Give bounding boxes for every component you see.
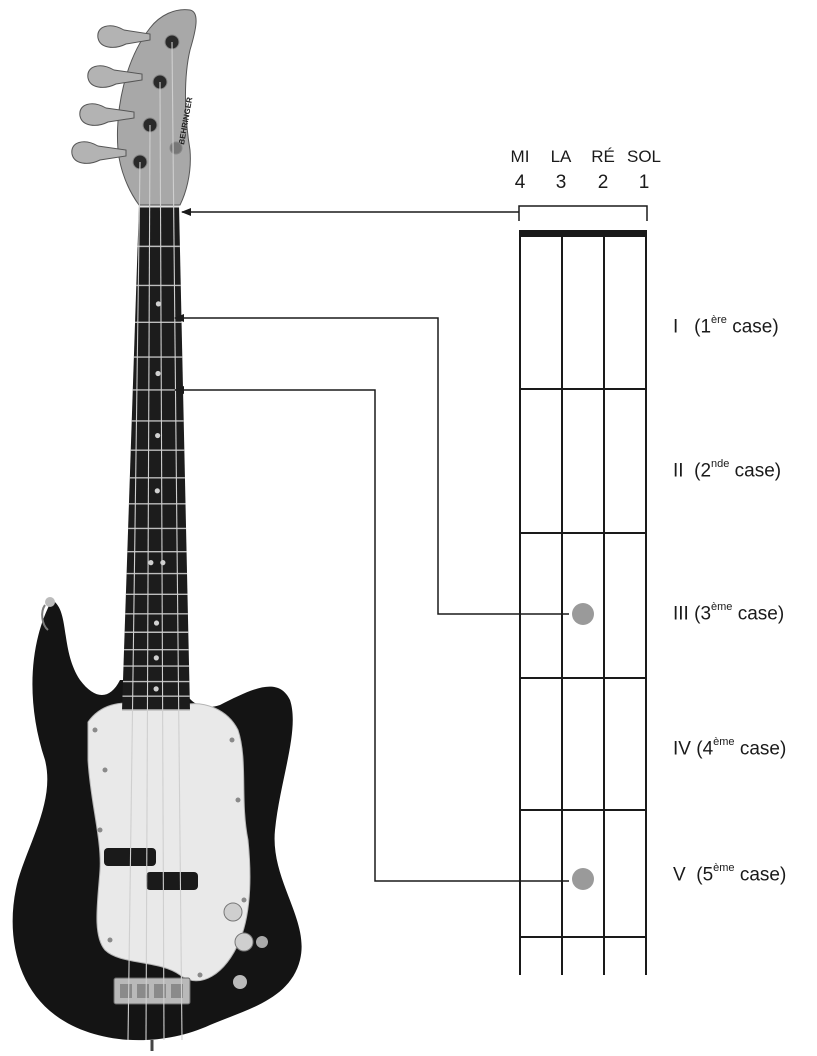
bass-guitar-illustration: BEHRINGER [12,9,302,1051]
fret-5-marker-dot [572,868,594,890]
fret-roman-5: V [673,864,686,886]
fret-label-4: IV (4ème case) [673,736,787,760]
string-number-2: 2 [597,172,609,193]
fret-label-2: II (2nde case) [673,458,782,482]
strap-button-icon [45,597,55,607]
arrow-fret-3 [174,314,569,615]
string-group-bracket [518,205,648,221]
fret-ordinal-5: 5 [702,864,714,886]
schematic-nut [519,230,647,237]
neck-inlay-dot-3 [155,301,162,307]
string-number-1: 1 [638,172,650,193]
neck-inlay-dot-17 [153,655,159,661]
string-number-4: 4 [514,172,526,193]
tuner-key-icon [79,103,135,126]
fretboard-frets [122,245,190,711]
fret-roman-4: IV [673,738,691,760]
fret-suffix-3: ème [711,601,733,613]
neck-inlay-dot-19 [153,686,159,692]
bass-strings [127,41,183,1041]
neck-inlay-dot-12 [160,560,166,566]
neck-inlay-dot-12 [148,560,154,566]
string-name-la: LA [550,147,572,166]
fret-suffix-5: ème [713,862,735,874]
fret-ordinal-2: 2 [700,460,712,482]
string-name-sol: SOL [626,147,662,166]
pickup-lower [146,872,198,890]
tuner-key-icon [97,25,151,48]
fret-word-4: case) [739,738,787,760]
neck-inlay-dot-5 [155,370,161,377]
string-tree-icon [169,141,183,155]
fret-roman-2: II [673,460,684,482]
schematic-strings [519,237,647,975]
fret-suffix-4: ème [713,736,735,748]
fret-ordinal-4: 4 [702,738,714,760]
schematic-fretboard [518,205,648,975]
schematic-frets [519,388,647,938]
fret-roman-1: I [673,316,679,338]
volume-knob [223,902,243,922]
fret-3-marker-dot [572,603,594,625]
string-number-3: 3 [555,172,567,193]
fret-word-3: case) [737,603,785,625]
knob-small [233,975,247,989]
fret-word-2: case) [734,460,782,482]
fret-roman-3: III [673,603,689,625]
fret-ordinal-3: 3 [700,603,712,625]
fret-suffix-1: ère [711,314,727,326]
tuner-key-icon [87,65,143,88]
fret-suffix-2: nde [711,458,730,470]
tone-knob [234,932,254,952]
neck-inlay-dot-7 [155,432,161,439]
neck-inlay-dot-15 [153,620,160,626]
fretboard [122,205,190,710]
output-jack [256,936,268,948]
fret-label-3: III (3ème case) [673,601,785,625]
tuner-key-icon [71,141,127,164]
neck-inlay-dot-9 [154,488,160,494]
fret-label-1: I (1ère case) [673,314,779,338]
fret-word-5: case) [739,864,787,886]
connector-arrows [174,208,569,882]
fret-ordinal-1: 1 [700,316,712,338]
fret-label-5: V (5ème case) [673,862,787,886]
arrow-fret-5 [174,386,569,882]
fret-word-1: case) [732,316,779,338]
string-name-re: RÉ [591,147,615,166]
string-name-mi: MI [510,147,530,166]
